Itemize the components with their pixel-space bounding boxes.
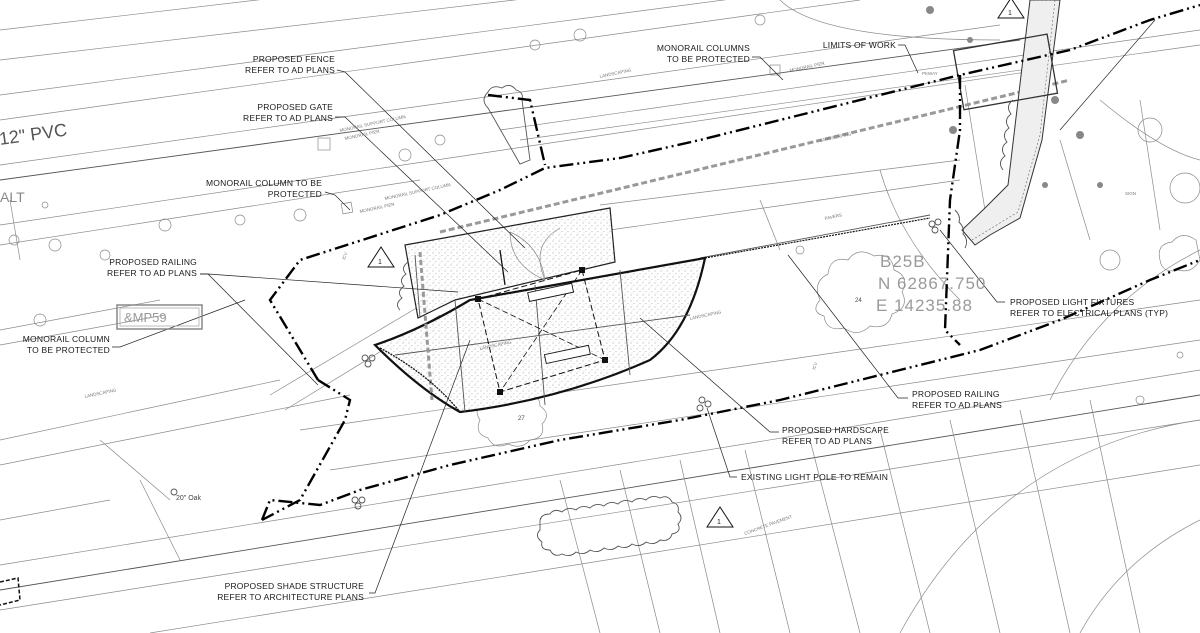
stippled-walkway	[952, 0, 1061, 249]
callout-railing-left-line1: PROPOSED RAILING	[109, 257, 197, 267]
revision-markers: 1 1 1	[367, 0, 1025, 528]
callout-railing-right-line2: REFER TO AD PLANS	[912, 400, 1002, 410]
site-label: LANDSCAPING	[819, 131, 852, 143]
survey-point: B25B N 62867.750 E 14235.88	[876, 252, 986, 315]
partial-label: ALT	[0, 189, 25, 205]
callout-light-pole: EXISTING LIGHT POLE TO REMAIN	[741, 472, 888, 482]
callout-shade-structure-line2: REFER TO ARCHITECTURE PLANS	[217, 592, 364, 602]
site-label: PKWAY	[922, 71, 938, 76]
revision-marker-text: 1	[1008, 10, 1012, 17]
revision-cloud-gate	[483, 85, 531, 165]
callout-shade-structure-line1: PROPOSED SHADE STRUCTURE	[225, 581, 365, 591]
survey-point-name: B25B	[880, 252, 926, 271]
limits-of-work-right	[943, 75, 962, 346]
tree-label-27: 27	[518, 416, 525, 422]
site-symbols	[8, 6, 1200, 510]
callout-monorail-column-line1: MONORAIL COLUMN TO BE	[206, 178, 322, 188]
limits-of-work-line	[268, 3, 1200, 381]
callout-limits-of-work: LIMITS OF WORK	[823, 40, 896, 50]
callout-railing-right-line1: PROPOSED RAILING	[912, 389, 1000, 399]
survey-northing: N 62867.750	[878, 274, 986, 293]
tree-label-24: 24	[855, 298, 862, 304]
pipe-label: 12" PVC	[0, 120, 68, 149]
limits-of-work-line-lower	[260, 258, 1200, 521]
callout-railing-left-line2: REFER TO AD PLANS	[107, 268, 197, 278]
boxed-label: &MP59	[124, 310, 167, 325]
callout-monorail-columns-line1: MONORAIL COLUMNS	[657, 43, 750, 53]
callout-hardscape-line1: PROPOSED HARDSCAPE	[782, 425, 889, 435]
callout-monorail-column-left-line1: MONORAIL COLUMN	[23, 334, 110, 344]
callout-monorail-column-left-line2: TO BE PROTECTED	[27, 345, 110, 355]
leader-lines	[112, 19, 1156, 594]
site-label: LANDSCAPING	[479, 339, 512, 351]
site-label: MONORAIL PIER	[359, 202, 396, 214]
site-label: SIGN	[1125, 191, 1136, 196]
revision-marker-text: 1	[717, 519, 721, 526]
site-label: PAVERS	[824, 212, 842, 221]
callout-gate-line1: PROPOSED GATE	[257, 102, 333, 112]
callouts: PROPOSED FENCE REFER TO AD PLANS PROPOSE…	[23, 40, 1168, 602]
pipe-label-group: 12" PVC	[0, 120, 68, 149]
corner-marker	[0, 577, 21, 606]
limits-of-work-gate	[487, 93, 547, 166]
limits-of-work-left	[261, 378, 352, 522]
callout-hardscape-line2: REFER TO AD PLANS	[782, 436, 872, 446]
site-label: LANDSCAPING	[599, 67, 632, 79]
callout-fence-line2: REFER TO AD PLANS	[245, 65, 335, 75]
callout-monorail-columns-line2: TO BE PROTECTED	[667, 54, 750, 64]
callout-gate-line2: REFER TO AD PLANS	[243, 113, 333, 123]
site-label: CONCRETE PAVEMENT	[744, 514, 793, 536]
survey-easting: E 14235.88	[876, 296, 973, 315]
site-label: MONORAIL SUPPORT COLUMN	[384, 182, 451, 201]
callout-light-fixtures-line1: PROPOSED LIGHT FIXTURES	[1010, 297, 1135, 307]
site-label: LANDSCAPING	[84, 387, 117, 399]
callout-light-fixtures-line2: REFER TO ELECTRICAL PLANS (TYP)	[1010, 308, 1168, 318]
site-label: MONORAIL PIER	[789, 61, 826, 73]
site-label: LANDSCAPING	[689, 309, 722, 321]
callout-monorail-column-line2: PROTECTED	[268, 189, 322, 199]
revision-cloud-bottom	[537, 495, 682, 557]
site-label: ICV	[811, 362, 818, 371]
site-label: ICV	[341, 252, 348, 261]
tree-label-oak: 20" Oak	[176, 495, 202, 502]
proposed-plaza	[372, 207, 931, 414]
callout-fence-line1: PROPOSED FENCE	[253, 54, 335, 64]
revision-marker-text: 1	[378, 259, 382, 266]
